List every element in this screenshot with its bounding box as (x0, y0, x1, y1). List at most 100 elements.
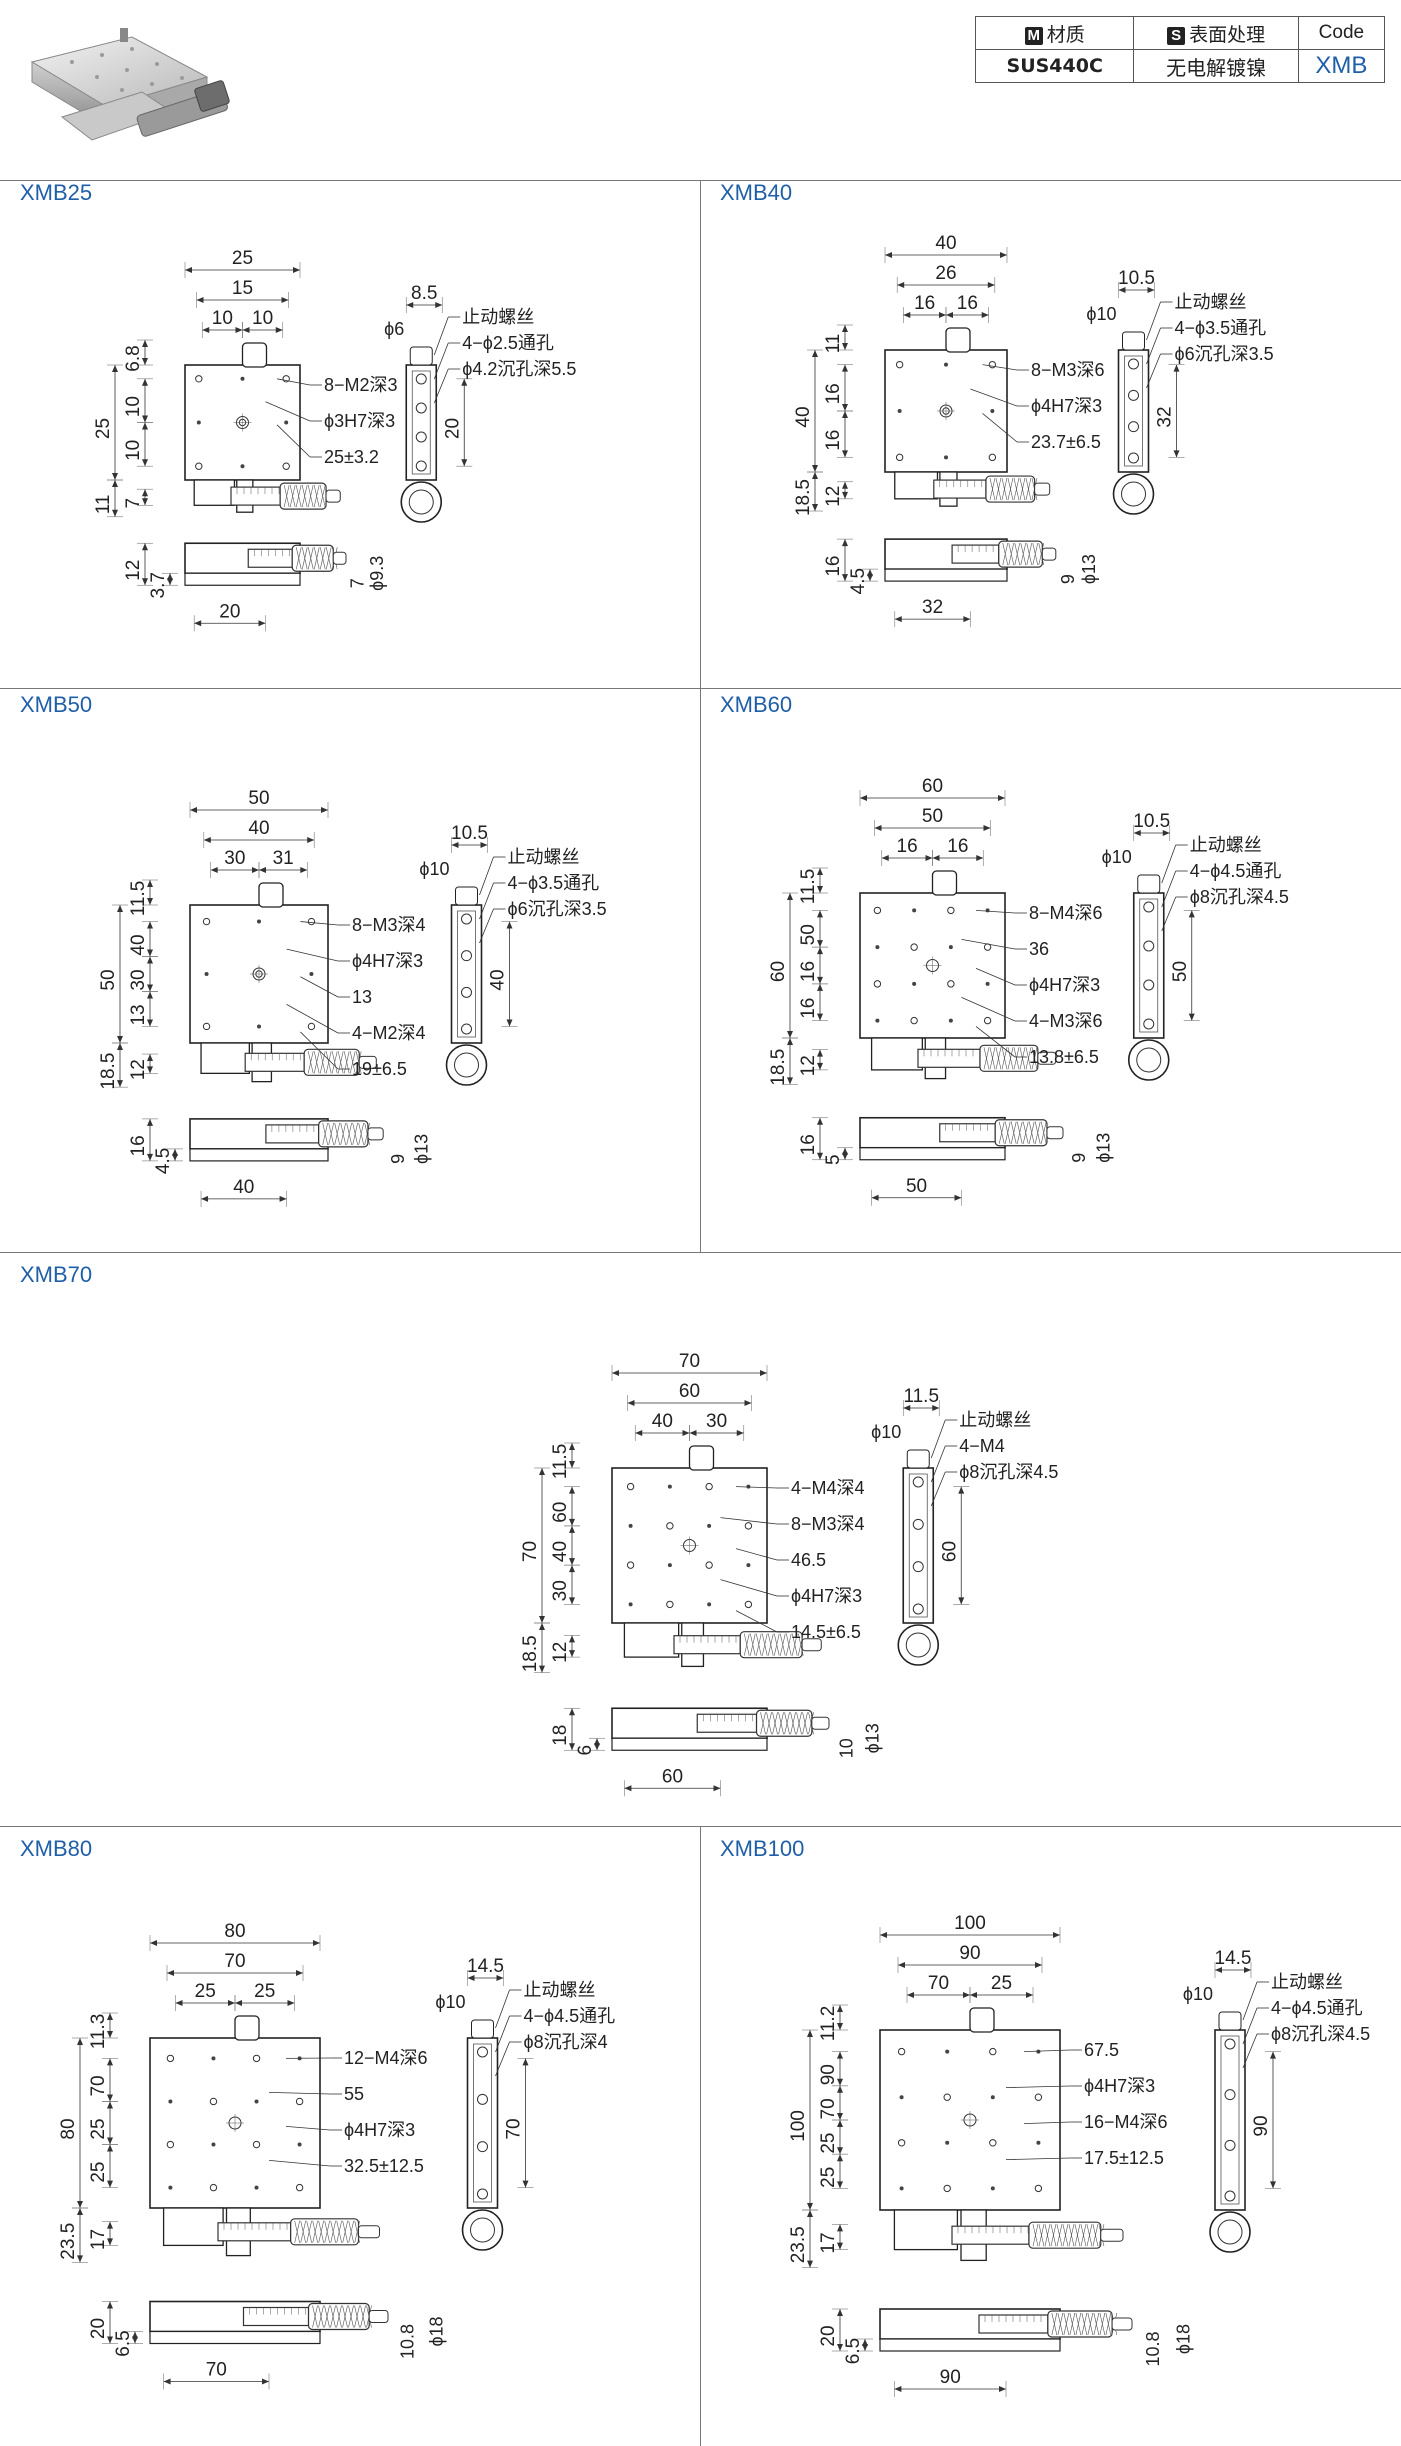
dim-side-1: ϕ10 (1183, 1984, 1213, 2004)
side-callout-1: 4−ϕ3.5通孔 (508, 873, 600, 893)
side-callout-2: ϕ8沉孔深4 (524, 2032, 608, 2052)
dim-left-6: 12 (550, 1642, 571, 1663)
callout-0: 12−M4深6 (344, 2048, 428, 2068)
dim-top-3: 10 (252, 308, 273, 329)
dim-left-1: 70 (520, 1541, 541, 1562)
dim-left-3: 16 (823, 430, 844, 451)
side-callout-2: ϕ6沉孔深3.5 (508, 899, 607, 919)
dim-side-1: ϕ10 (871, 1422, 901, 1442)
callout-2: 25±3.2 (324, 447, 379, 467)
dim-left-5: 25 (818, 2167, 839, 2188)
side-callout-1: 4−ϕ4.5通孔 (1271, 1998, 1363, 2018)
dim-side-1: ϕ10 (1102, 847, 1132, 867)
side-callout-0: 止动螺丝 (462, 307, 534, 327)
callout-3: ϕ4H7深3 (791, 1586, 862, 1606)
dim-top-1: 15 (232, 278, 253, 299)
side-callout-0: 止动螺丝 (959, 1410, 1031, 1430)
dim-bottom-0: 16 (798, 1134, 819, 1155)
dim-bottom-1: 3.7 (148, 572, 169, 598)
callout-2: ϕ4H7深3 (344, 2120, 415, 2140)
dim-bottom-4: ϕ18 (426, 2316, 446, 2346)
callout-1: 36 (1029, 939, 1049, 959)
dim-side-1: ϕ6 (384, 319, 404, 339)
dim-side-0: 10.5 (1133, 811, 1170, 832)
side-callout-2: ϕ8沉孔深4.5 (959, 1462, 1058, 1482)
dim-bottom-4: ϕ13 (411, 1134, 431, 1164)
material-value: SUS440C (974, 49, 1135, 83)
dim-left-2: 60 (550, 1502, 571, 1523)
dim-left-3: 70 (818, 2098, 839, 2119)
dim-top-2: 70 (928, 1973, 949, 1994)
dim-top-1: 70 (224, 1951, 245, 1972)
dim-bottom-4: ϕ18 (1174, 2324, 1194, 2354)
dim-left-1: 40 (793, 406, 814, 427)
dim-bottom-2: 70 (206, 2360, 227, 2381)
callout-0: 8−M3深4 (352, 915, 426, 935)
side-callout-0: 止动螺丝 (524, 1980, 596, 2000)
side-callout-2: ϕ6沉孔深3.5 (1175, 344, 1274, 364)
dim-left-2: 50 (798, 924, 819, 945)
callout-3: 32.5±12.5 (344, 2156, 424, 2176)
dim-top-2: 30 (224, 848, 245, 869)
callout-1: 8−M3深4 (791, 1514, 865, 1534)
dim-left-1: 100 (788, 2110, 809, 2142)
callout-0: 8−M4深6 (1029, 903, 1103, 923)
dim-left-7: 17 (818, 2232, 839, 2253)
dim-side-0: 10.5 (451, 823, 488, 844)
dim-left-4: 18.5 (793, 479, 814, 516)
callout-0: 67.5 (1084, 2040, 1119, 2060)
side-callout-2: ϕ8沉孔深4.5 (1190, 887, 1289, 907)
callout-1: 55 (344, 2084, 364, 2104)
dim-top-1: 50 (922, 806, 943, 827)
dim-bottom-1: 6.5 (113, 2330, 134, 2356)
dim-left-6: 12 (798, 1055, 819, 1076)
dim-top-1: 40 (248, 818, 269, 839)
product-photo (30, 28, 230, 141)
surface-value: 无电解镀镍 (1133, 49, 1299, 83)
dim-side-2: 60 (939, 1541, 960, 1562)
dim-bottom-3: 10 (836, 1738, 856, 1758)
dim-side-0: 10.5 (1118, 268, 1155, 289)
panel-title-xmb100: XMB100 (720, 1836, 805, 1861)
dim-side-2: 20 (442, 418, 463, 439)
dim-bottom-0: 18 (550, 1725, 571, 1746)
dim-side-2: 70 (504, 2118, 525, 2139)
dim-top-2: 10 (212, 308, 233, 329)
dim-side-2: 40 (488, 969, 509, 990)
callout-2: 46.5 (791, 1550, 826, 1570)
dim-side-1: ϕ10 (435, 1992, 465, 2012)
dim-left-2: 10 (123, 396, 144, 417)
dim-top-3: 31 (273, 848, 294, 869)
dim-left-4: 13 (128, 1004, 149, 1025)
dim-left-6: 12 (128, 1059, 149, 1080)
dim-side-0: 14.5 (1215, 1948, 1252, 1969)
dim-side-2: 90 (1251, 2115, 1272, 2136)
dim-top-0: 40 (935, 233, 956, 254)
divider-h3 (0, 1252, 1401, 1253)
dim-bottom-0: 16 (128, 1135, 149, 1156)
dim-bottom-2: 40 (233, 1177, 254, 1198)
dim-left-4: 30 (550, 1580, 571, 1601)
dim-left-0: 11.5 (128, 881, 149, 917)
dim-left-5: 7 (123, 498, 144, 509)
dim-bottom-3: 7 (347, 578, 367, 588)
callout-1: ϕ4H7深3 (352, 951, 423, 971)
callout-0: 8−M3深6 (1031, 360, 1105, 380)
dim-left-6: 23.5 (788, 2226, 809, 2263)
dim-left-3: 16 (798, 961, 819, 982)
code-value: XMB (1297, 49, 1386, 83)
